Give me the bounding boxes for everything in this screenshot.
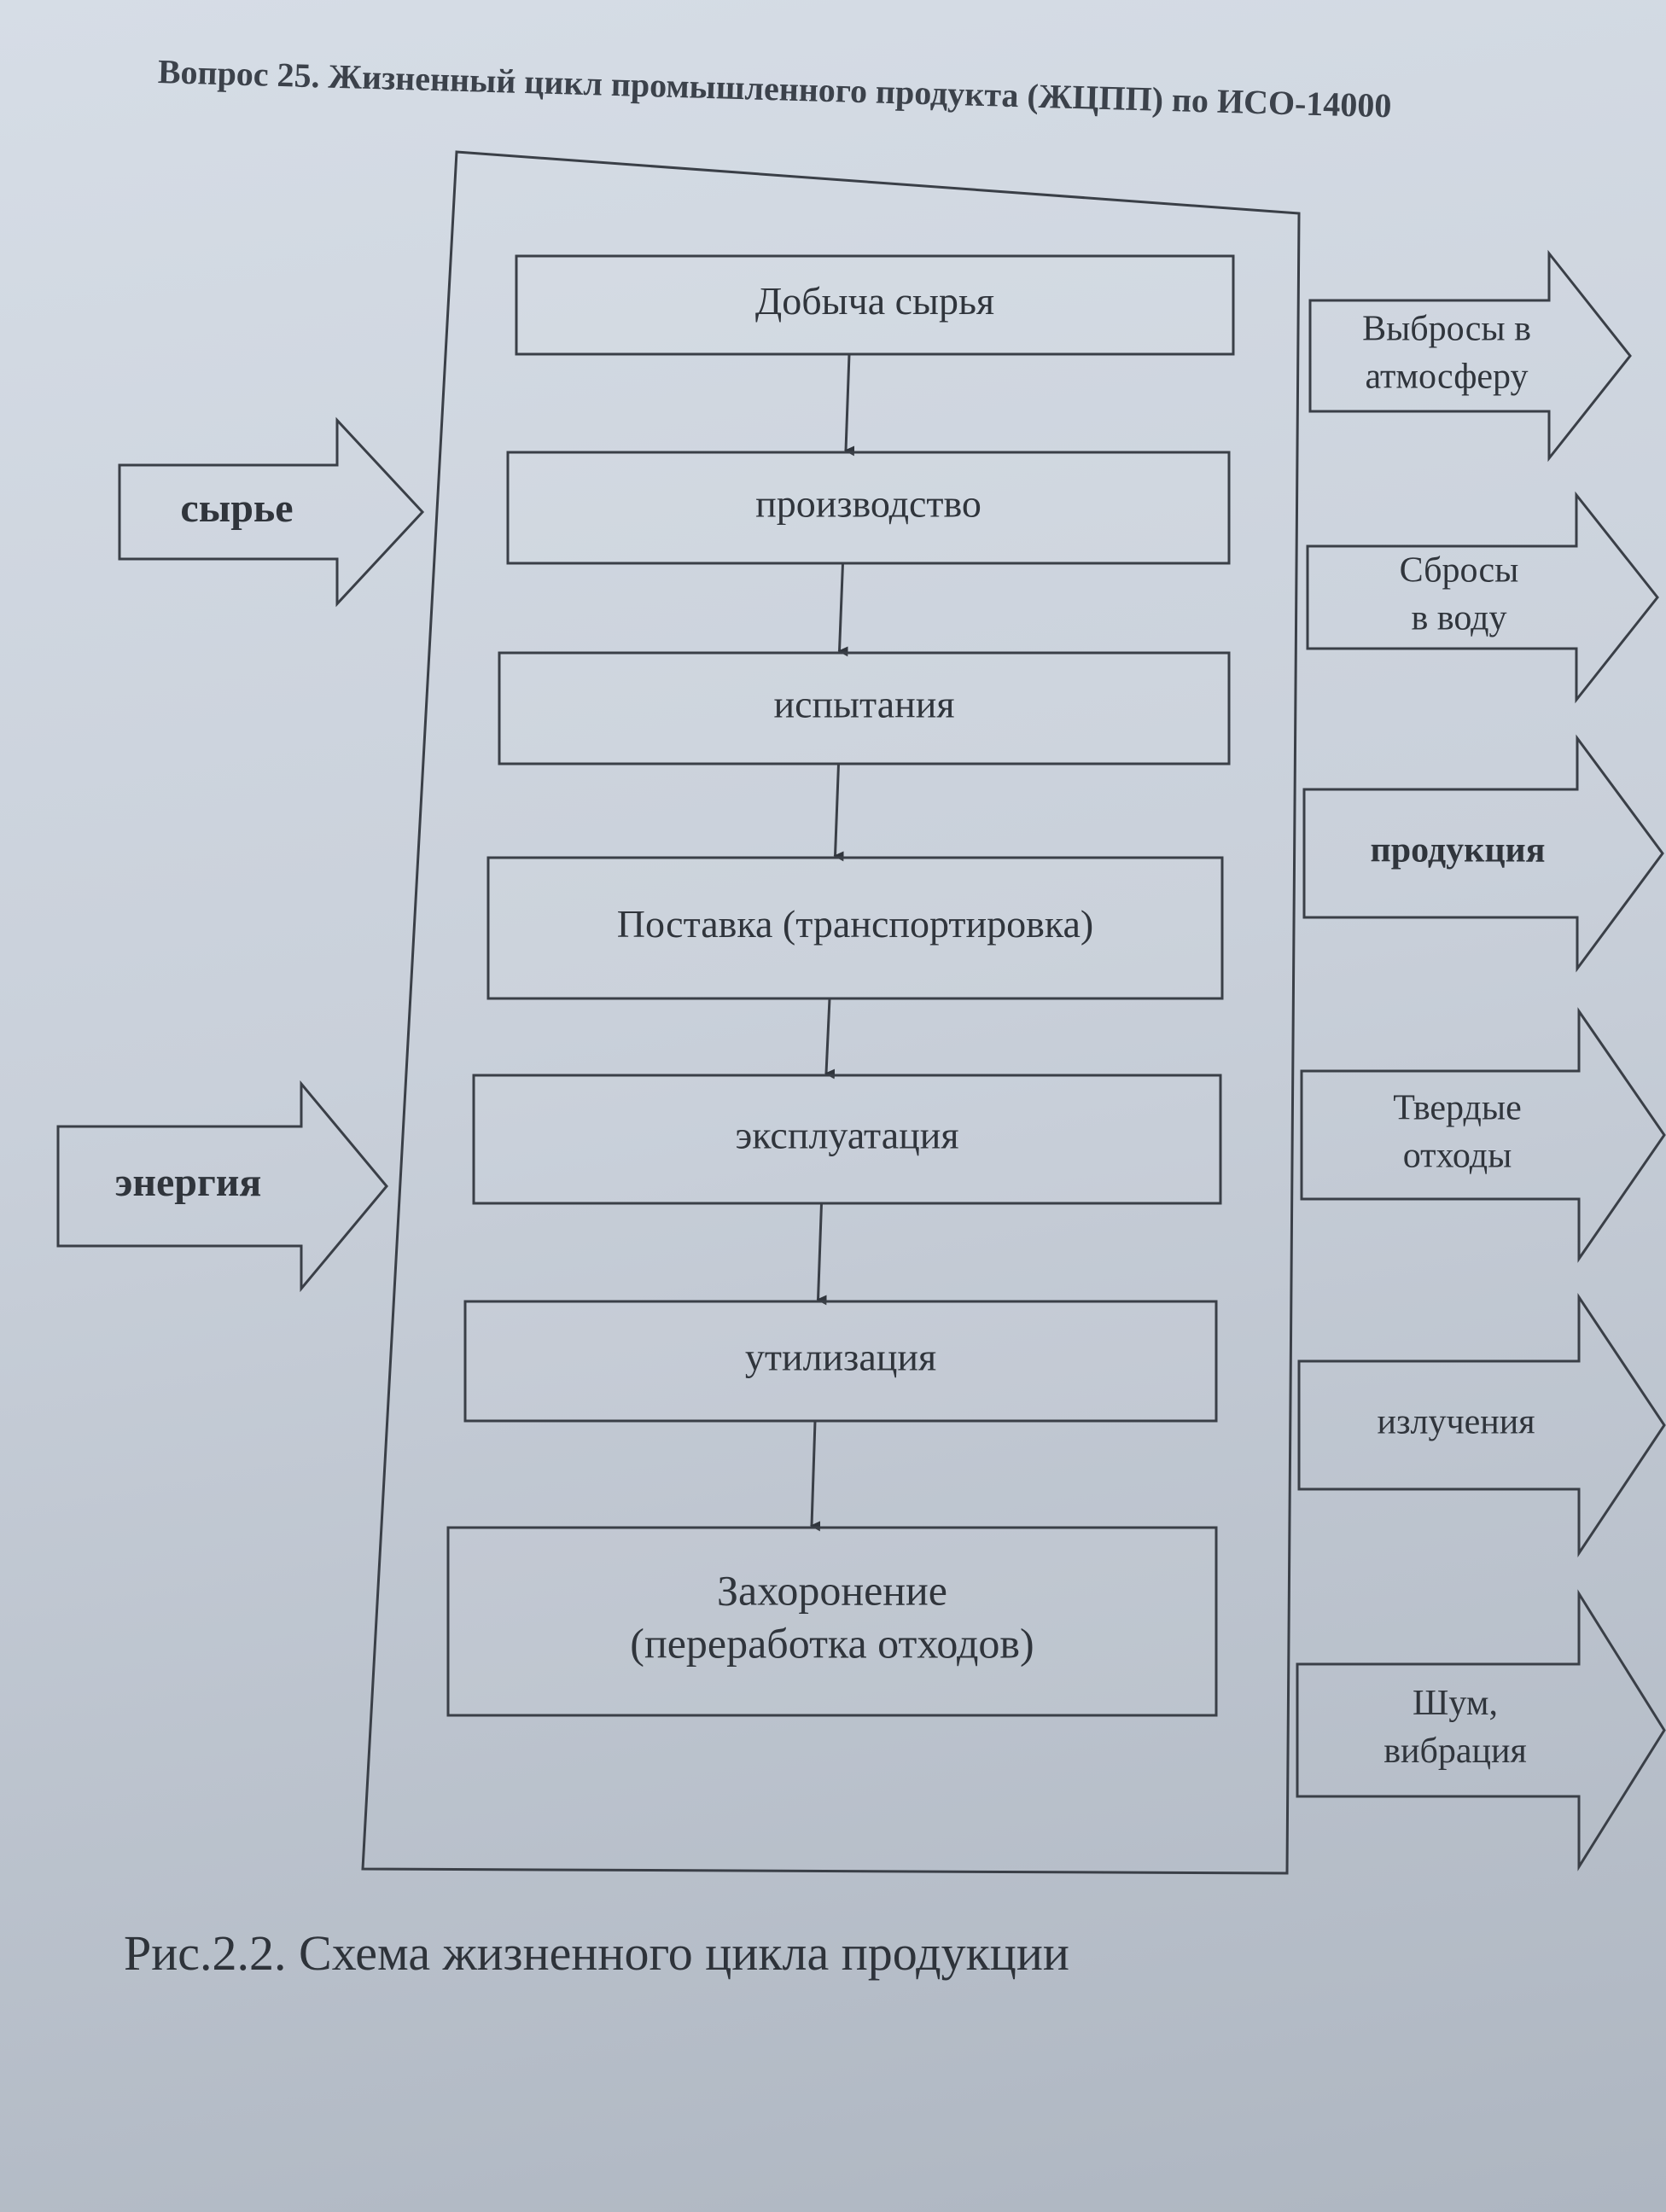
flow-arrow — [824, 998, 836, 1080]
stage-box — [446, 1526, 1218, 1717]
stage-label: Захоронение — [717, 1566, 947, 1614]
lifecycle-frame — [361, 150, 1301, 1875]
output-label: отходы — [1403, 1137, 1512, 1176]
flow-arrow — [816, 1202, 827, 1306]
input-label: сырье — [180, 486, 293, 531]
output-label: излучения — [1377, 1403, 1535, 1442]
stage-box — [463, 1300, 1218, 1423]
stage-box — [506, 451, 1231, 565]
flow-arrow — [810, 1420, 821, 1532]
output-label: Сбросы — [1400, 551, 1519, 591]
output-label: вибрация — [1383, 1732, 1527, 1771]
output-arrow — [1297, 1293, 1666, 1557]
flow-arrow — [837, 562, 848, 657]
flow-arrow — [844, 353, 855, 457]
output-arrow — [1296, 1589, 1666, 1871]
output-label: атмосферу — [1366, 358, 1529, 397]
output-label: Шум, — [1413, 1684, 1498, 1723]
output-label: Выбросы в — [1362, 310, 1531, 349]
stage-label: (переработка отходов) — [630, 1619, 1034, 1667]
output-label: в воду — [1411, 599, 1506, 638]
stage-label: производство — [755, 482, 982, 526]
output-arrow — [1300, 1007, 1666, 1263]
output-label: продукция — [1371, 831, 1546, 870]
input-arrow — [118, 416, 425, 608]
stage-box — [515, 254, 1235, 356]
flow-arrow — [833, 763, 844, 862]
stage-label: испытания — [773, 683, 954, 726]
input-label: энергия — [115, 1160, 262, 1205]
figure-caption: Рис.2.2. Схема жизненного цикла продукци… — [124, 1925, 1069, 1981]
input-arrow — [56, 1080, 388, 1293]
stage-box — [498, 651, 1231, 765]
stage-label: Добыча сырья — [755, 279, 994, 323]
output-label: Твердые — [1393, 1089, 1521, 1128]
stage-label: Поставка (транспортировка) — [617, 902, 1093, 946]
stage-label: утилизация — [745, 1336, 936, 1379]
output-arrow — [1302, 734, 1664, 973]
stage-box — [472, 1074, 1222, 1205]
stage-label: эксплуатация — [735, 1114, 958, 1157]
output-arrow — [1306, 491, 1659, 704]
stage-box — [486, 856, 1224, 1000]
output-arrow — [1308, 249, 1632, 463]
